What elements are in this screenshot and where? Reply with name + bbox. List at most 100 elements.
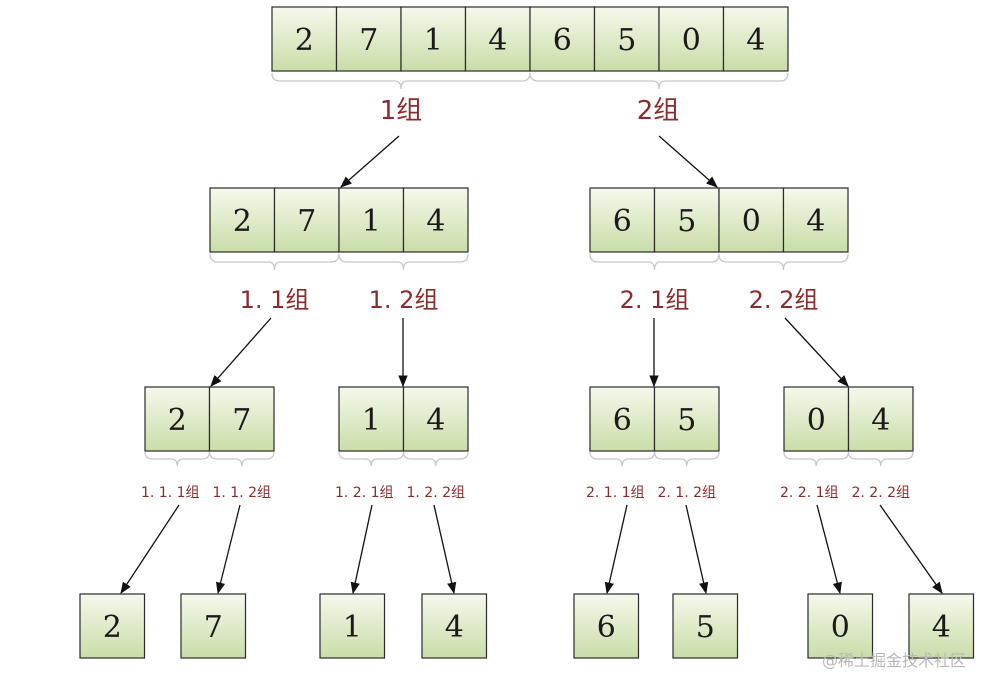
- group-brace: [402, 451, 469, 467]
- group-brace: [338, 253, 469, 271]
- group-brace: [529, 72, 789, 90]
- array-cell: [589, 187, 656, 253]
- group-label: 1. 1. 2组: [212, 485, 271, 501]
- array-cell: [847, 386, 914, 452]
- group-brace: [783, 451, 850, 467]
- split-arrow: [210, 317, 272, 387]
- split-arrow: [816, 504, 842, 595]
- array-level-3-item-7: 0: [807, 593, 874, 659]
- group-label: 2组: [637, 96, 680, 126]
- group-label: 1. 2组: [369, 286, 439, 314]
- array-cell: [782, 187, 849, 253]
- cell-value: 4: [426, 403, 445, 438]
- cell-value: 4: [806, 204, 825, 239]
- group-label: 1. 2. 2组: [406, 485, 465, 501]
- array-cell: [593, 6, 660, 72]
- group-label: 2. 2. 1组: [780, 485, 839, 501]
- cell-value: 2: [168, 403, 187, 438]
- array-level-1-group-1: 2 7 1 4: [209, 187, 469, 253]
- cell-value: 2: [233, 204, 252, 239]
- cell-value: 5: [617, 23, 636, 58]
- array-level-3-item-3: 1: [319, 593, 386, 659]
- group-label: 1. 1. 1组: [141, 485, 200, 501]
- array-cell: [180, 593, 247, 659]
- cell-value: 5: [677, 204, 696, 239]
- array-cell: [658, 6, 725, 72]
- array-cell: [338, 386, 405, 452]
- array-cell: [79, 593, 146, 659]
- group-brace: [144, 451, 211, 467]
- cell-value: 0: [682, 23, 701, 58]
- cell-value: 6: [613, 204, 632, 239]
- array-cell: [319, 593, 386, 659]
- cell-value: 0: [831, 610, 850, 645]
- group-brace: [653, 451, 720, 467]
- array-level-3-item-5: 6: [573, 593, 640, 659]
- array-level-3-item-6: 5: [672, 593, 739, 659]
- group-brace: [847, 451, 914, 467]
- split-arrow: [340, 135, 400, 188]
- group-label: 2. 2组: [749, 286, 819, 314]
- array-level-3-item-2: 7: [180, 593, 247, 659]
- group-brace: [338, 451, 405, 467]
- cell-value: 4: [426, 204, 445, 239]
- group-brace: [271, 72, 531, 90]
- cell-value: 5: [677, 403, 696, 438]
- cell-value: 4: [871, 403, 890, 438]
- cell-value: 4: [488, 23, 507, 58]
- group-label: 2. 1. 2组: [657, 485, 716, 501]
- split-arrow: [216, 504, 241, 595]
- cell-value: 6: [613, 403, 632, 438]
- cell-value: 7: [359, 23, 378, 58]
- array-level-3-item-1: 2: [79, 593, 146, 659]
- group-label: 2. 1. 1组: [586, 485, 645, 501]
- cell-value: 1: [362, 403, 381, 438]
- array-cell: [573, 593, 640, 659]
- array-cell: [144, 386, 211, 452]
- group-label: 1. 1组: [240, 286, 310, 314]
- array-cell: [421, 593, 488, 659]
- array-cell: [335, 6, 402, 72]
- group-label: 1. 2. 1组: [335, 485, 394, 501]
- cell-value: 2: [295, 23, 314, 58]
- cell-value: 6: [553, 23, 572, 58]
- cell-value: 1: [424, 23, 443, 58]
- array-cell: [783, 386, 850, 452]
- array-cell: [402, 187, 469, 253]
- array-cell: [908, 593, 975, 659]
- cell-value: 7: [297, 204, 316, 239]
- array-cell: [273, 187, 340, 253]
- group-brace: [589, 451, 656, 467]
- split-arrow: [120, 504, 180, 594]
- cell-value: 2: [103, 610, 122, 645]
- group-label: 1组: [380, 96, 423, 126]
- split-arrow: [685, 504, 709, 595]
- cell-value: 7: [232, 403, 251, 438]
- cell-value: 4: [932, 610, 951, 645]
- array-cell: [400, 6, 467, 72]
- cell-value: 4: [746, 23, 765, 58]
- cell-value: 0: [742, 204, 761, 239]
- cell-value: 1: [343, 610, 362, 645]
- cell-value: 5: [696, 610, 715, 645]
- group-brace: [208, 451, 275, 467]
- array-cell: [271, 6, 338, 72]
- array-level-1-group-2: 6 5 0 4: [589, 187, 849, 253]
- split-arrow: [604, 504, 628, 595]
- split-arrow: [350, 504, 373, 595]
- array-cell: [529, 6, 596, 72]
- array-cell: [653, 187, 720, 253]
- split-arrow: [879, 504, 943, 594]
- split-arrow: [658, 135, 718, 188]
- array-cell: [208, 386, 275, 452]
- split-arrow: [433, 504, 457, 595]
- array-cell: [589, 386, 656, 452]
- group-brace: [718, 253, 849, 271]
- group-label: 2. 1组: [620, 286, 690, 314]
- array-cell: [209, 187, 276, 253]
- cell-value: 1: [362, 204, 381, 239]
